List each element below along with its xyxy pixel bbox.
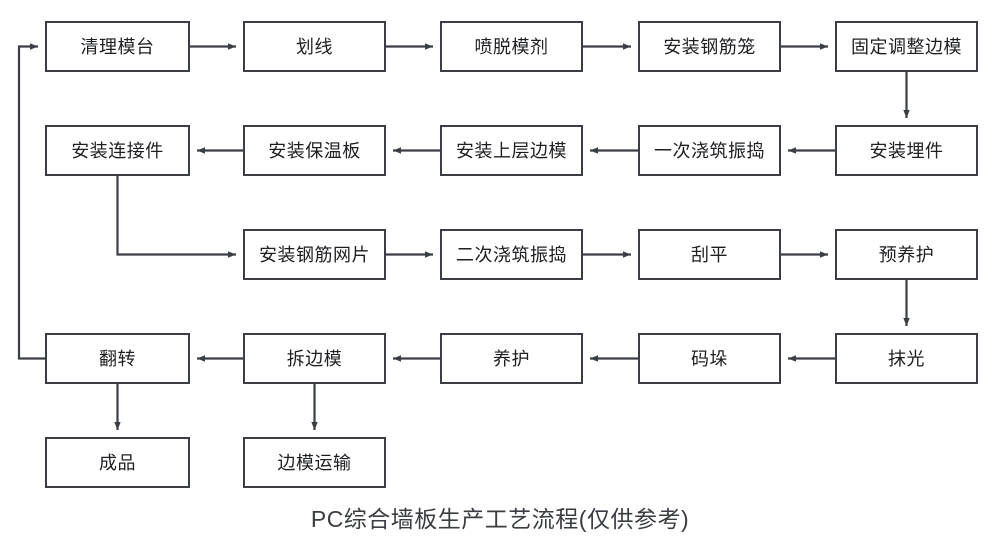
node-n10[interactable]: 安装连接件 <box>45 125 190 176</box>
node-label: 固定调整边模 <box>851 36 962 57</box>
node-n21[interactable]: 边模运输 <box>243 437 386 488</box>
node-n20[interactable]: 成品 <box>45 437 190 488</box>
node-n18[interactable]: 拆边模 <box>243 333 386 384</box>
node-label: 养护 <box>493 348 530 369</box>
node-n15[interactable]: 抹光 <box>835 333 978 384</box>
node-n17[interactable]: 养护 <box>440 333 583 384</box>
node-label: 二次浇筑振捣 <box>456 244 567 265</box>
node-n3[interactable]: 喷脱模剂 <box>440 21 583 72</box>
node-n14[interactable]: 预养护 <box>835 229 978 280</box>
node-label: 安装连接件 <box>71 140 164 161</box>
node-n19[interactable]: 翻转 <box>45 333 190 384</box>
node-n7[interactable]: 一次浇筑振捣 <box>638 125 781 176</box>
edge-n10-n11 <box>116 176 236 258</box>
node-label: 安装钢筋网片 <box>259 244 370 265</box>
node-label: 清理模台 <box>80 36 155 57</box>
node-n11[interactable]: 安装钢筋网片 <box>243 229 386 280</box>
node-n4[interactable]: 安装钢筋笼 <box>638 21 781 72</box>
node-label: 一次浇筑振捣 <box>654 140 765 161</box>
node-label: 边模运输 <box>277 452 352 473</box>
node-label: 安装保温板 <box>268 140 361 161</box>
node-n12[interactable]: 二次浇筑振捣 <box>440 229 583 280</box>
node-n6[interactable]: 安装埋件 <box>835 125 978 176</box>
node-n13[interactable]: 刮平 <box>638 229 781 280</box>
node-label: 抹光 <box>888 348 925 369</box>
node-n16[interactable]: 码垛 <box>638 333 781 384</box>
edge-feedback-loop <box>17 43 45 360</box>
node-n8[interactable]: 安装上层边模 <box>440 125 583 176</box>
node-label: 翻转 <box>99 348 136 369</box>
node-label: 拆边模 <box>286 348 343 369</box>
node-label: 码垛 <box>691 348 728 369</box>
node-label: 划线 <box>296 36 333 57</box>
node-label: 安装上层边模 <box>456 140 567 161</box>
node-label: 预养护 <box>878 244 935 265</box>
node-n9[interactable]: 安装保温板 <box>243 125 386 176</box>
node-label: 成品 <box>99 452 136 473</box>
node-label: 安装钢筋笼 <box>663 36 756 57</box>
node-label: 刮平 <box>691 244 728 265</box>
node-label: 喷脱模剂 <box>474 36 549 57</box>
node-label: 安装埋件 <box>869 140 944 161</box>
node-n1[interactable]: 清理模台 <box>45 21 190 72</box>
diagram-caption: PC综合墙板生产工艺流程(仅供参考) <box>310 506 690 532</box>
node-n5[interactable]: 固定调整边模 <box>835 21 978 72</box>
node-n2[interactable]: 划线 <box>243 21 386 72</box>
